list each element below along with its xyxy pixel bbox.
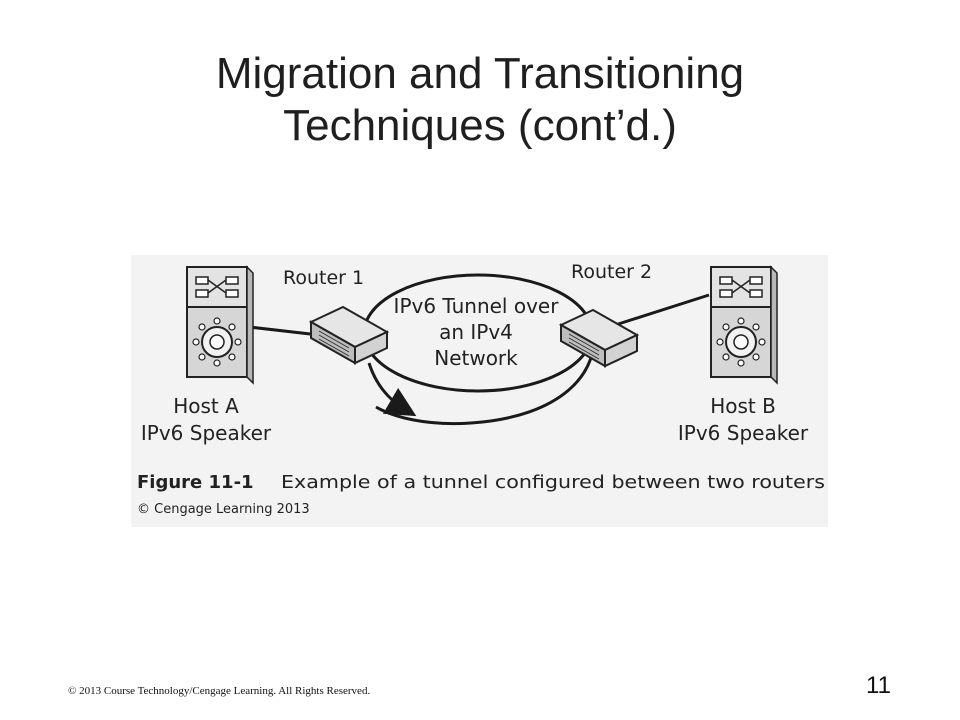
- traffic-arrow-start: [367, 362, 417, 417]
- tunnel-label-line-3: Network: [434, 346, 518, 370]
- tunnel-diagram: Router 1 Router 2 IPv6 Tunnel over an IP…: [137, 261, 825, 517]
- hostB-server-icon: [710, 265, 778, 385]
- link-router2-hostB: [608, 293, 710, 329]
- hostA-label-line-2: IPv6 Speaker: [141, 421, 272, 445]
- slide-title: Migration and Transitioning Techniques (…: [0, 48, 960, 152]
- hostB-label-line-2: IPv6 Speaker: [678, 421, 809, 445]
- figure-caption-text: Example of a tunnel configured between t…: [281, 472, 825, 493]
- router1-label: Router 1: [283, 267, 364, 289]
- page-number: 11: [866, 672, 891, 699]
- router2-label: Router 2: [571, 261, 652, 283]
- copyright-footer: © 2013 Course Technology/Cengage Learnin…: [68, 685, 371, 697]
- tunnel-label-line-1: IPv6 Tunnel over: [394, 294, 560, 318]
- tunnel-label-line-2: an IPv4: [439, 320, 513, 344]
- link-hostA-router1: [248, 325, 320, 337]
- slide-title-line-2: Techniques (cont’d.): [283, 101, 677, 150]
- router1-icon: [308, 305, 390, 365]
- router2-icon: [558, 308, 640, 368]
- tunnel-figure: Router 1 Router 2 IPv6 Tunnel over an IP…: [131, 255, 828, 527]
- hostA-server-icon: [186, 265, 254, 385]
- traffic-arrow: [375, 326, 596, 426]
- figure-caption-number: Figure 11-1: [137, 472, 254, 493]
- figure-credit: © Cengage Learning 2013: [137, 502, 310, 517]
- hostB-label-line-1: Host B: [710, 394, 776, 418]
- hostA-label-line-1: Host A: [173, 394, 239, 418]
- slide-title-line-1: Migration and Transitioning: [215, 49, 745, 98]
